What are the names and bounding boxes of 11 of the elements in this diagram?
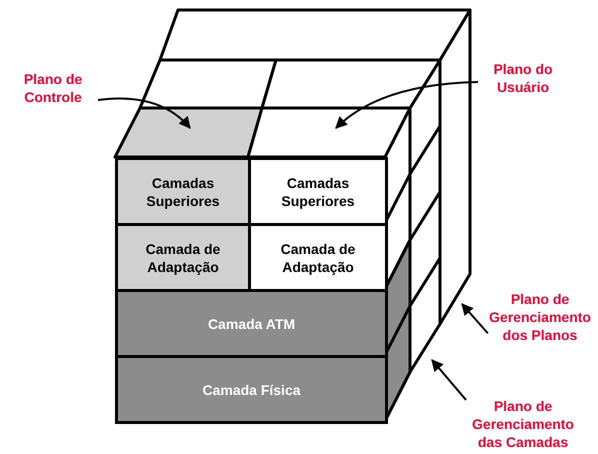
callout-label: Plano de Controle	[8, 68, 98, 108]
arrow	[335, 81, 478, 129]
layer-box: Camadas Superiores	[248, 157, 388, 226]
callout-label: Plano de Gerenciamento dos Planos	[482, 288, 598, 346]
callout-label: Plano de Gerenciamento das Camadas	[466, 396, 580, 452]
callout-label: Plano do Usuário	[478, 58, 568, 98]
layer-box: Camada de Adaptação	[115, 223, 251, 292]
arrow	[431, 359, 467, 401]
arrow	[98, 98, 191, 129]
layer-box: Camadas Superiores	[115, 157, 251, 226]
arrow	[461, 303, 489, 334]
